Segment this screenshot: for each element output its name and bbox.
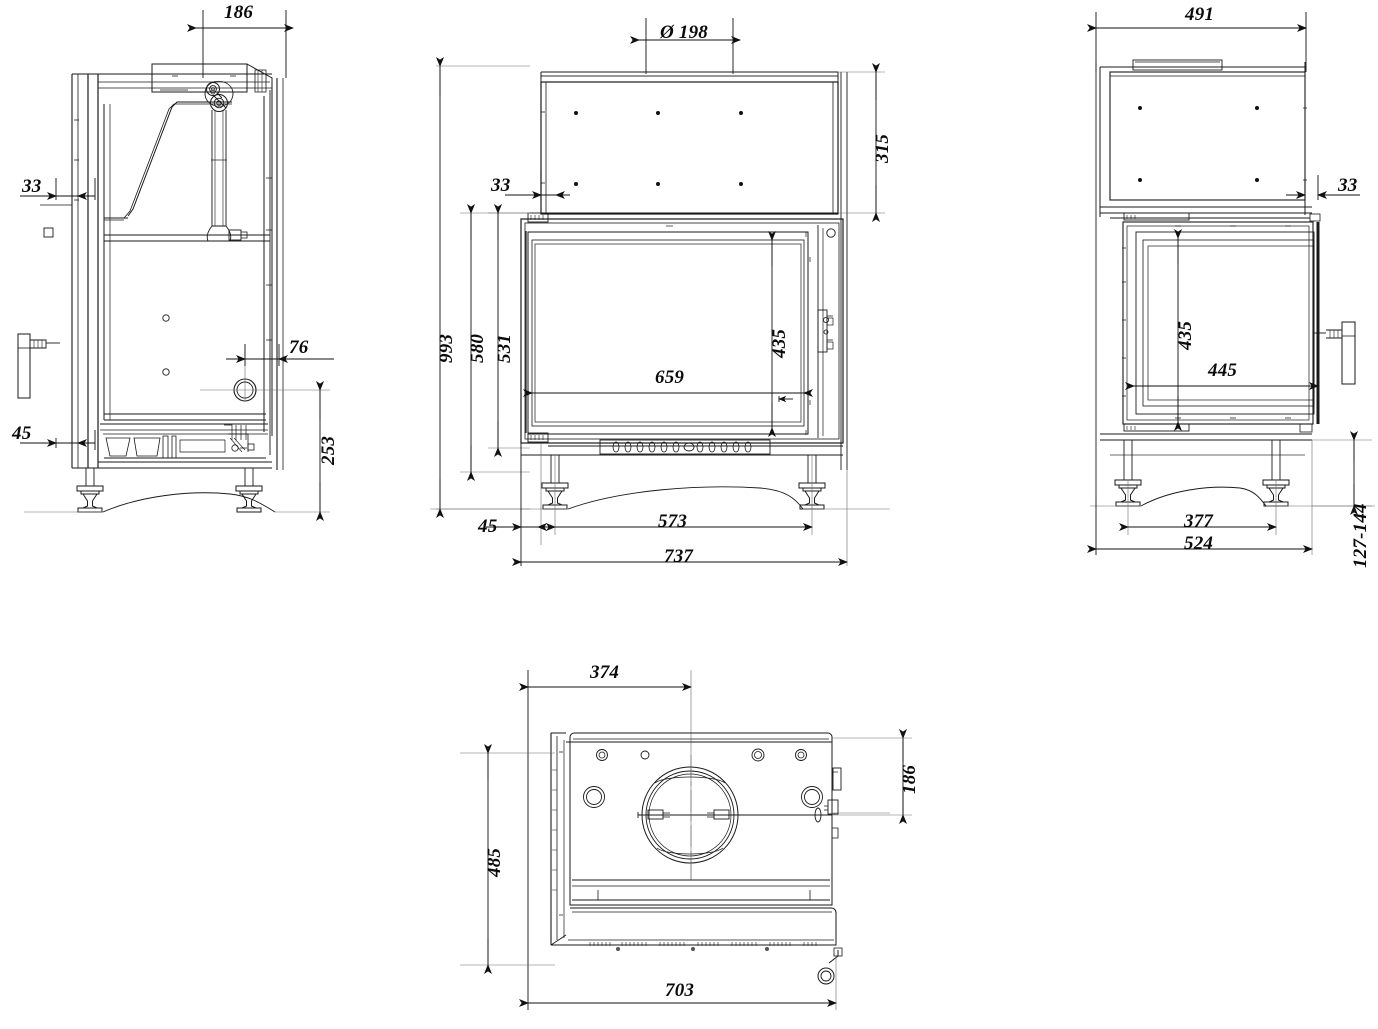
- dim-label-485: 485: [484, 847, 505, 877]
- dim-573: [546, 455, 813, 535]
- dim-label-253-left: 253: [318, 435, 339, 465]
- dim-label-186-left: 186: [224, 2, 254, 23]
- right-side-view: [1087, 12, 1375, 555]
- dim-label-33-right: 33: [1338, 175, 1358, 196]
- dim-45-front: [486, 443, 552, 550]
- dim-label-377: 377: [1184, 511, 1214, 532]
- dim-703: [519, 956, 837, 1010]
- dim-label-33-front: 33: [491, 175, 511, 196]
- dim-659: [523, 389, 813, 403]
- dim-531: [488, 204, 530, 457]
- dim-label-580: 580: [467, 333, 488, 363]
- dim-label-45-left: 45: [12, 423, 32, 444]
- dim-label-127-144: 127-144: [1350, 503, 1371, 568]
- dim-33-right: [1286, 175, 1360, 200]
- dim-524: [1087, 440, 1313, 555]
- dim-label-737: 737: [664, 546, 694, 567]
- front-view: [430, 18, 890, 566]
- dim-label-186-top: 186: [899, 764, 920, 794]
- dim-485: [460, 744, 555, 974]
- dim-186-top: [832, 729, 912, 824]
- dim-label-435-right: 435: [1175, 320, 1196, 350]
- dim-label-374: 374: [590, 662, 620, 683]
- dim-993: [436, 57, 530, 518]
- dim-186-left: [187, 10, 294, 78]
- dim-label-76-left: 76: [289, 337, 309, 358]
- dim-377: [1119, 480, 1277, 535]
- dim-label-531: 531: [494, 333, 515, 363]
- dim-label-524: 524: [1184, 533, 1214, 554]
- dim-label-659: 659: [655, 367, 685, 388]
- dim-127-144: [1312, 431, 1372, 515]
- dim-label-573: 573: [658, 511, 688, 532]
- dim-33-front: [505, 170, 570, 200]
- dim-label-45-front: 45: [478, 516, 498, 537]
- top-plan-view: [460, 670, 912, 1010]
- dim-737: [512, 470, 848, 566]
- dim-label-703: 703: [665, 980, 695, 1001]
- dim-label-491: 491: [1185, 4, 1215, 25]
- dim-label-dia198: Ø 198: [660, 22, 708, 43]
- dim-label-315: 315: [872, 133, 893, 163]
- dim-dia198: [630, 18, 741, 72]
- dim-label-33-left: 33: [22, 176, 42, 197]
- dim-33-left: [20, 178, 96, 200]
- left-side-view: [17, 10, 334, 521]
- dim-label-435-front: 435: [769, 328, 790, 358]
- dim-45-left: [20, 430, 96, 450]
- dim-label-993: 993: [436, 333, 457, 363]
- dim-label-445: 445: [1208, 360, 1238, 381]
- dim-374: [519, 670, 692, 985]
- dim-315: [838, 63, 885, 222]
- dim-76-left: [226, 344, 334, 366]
